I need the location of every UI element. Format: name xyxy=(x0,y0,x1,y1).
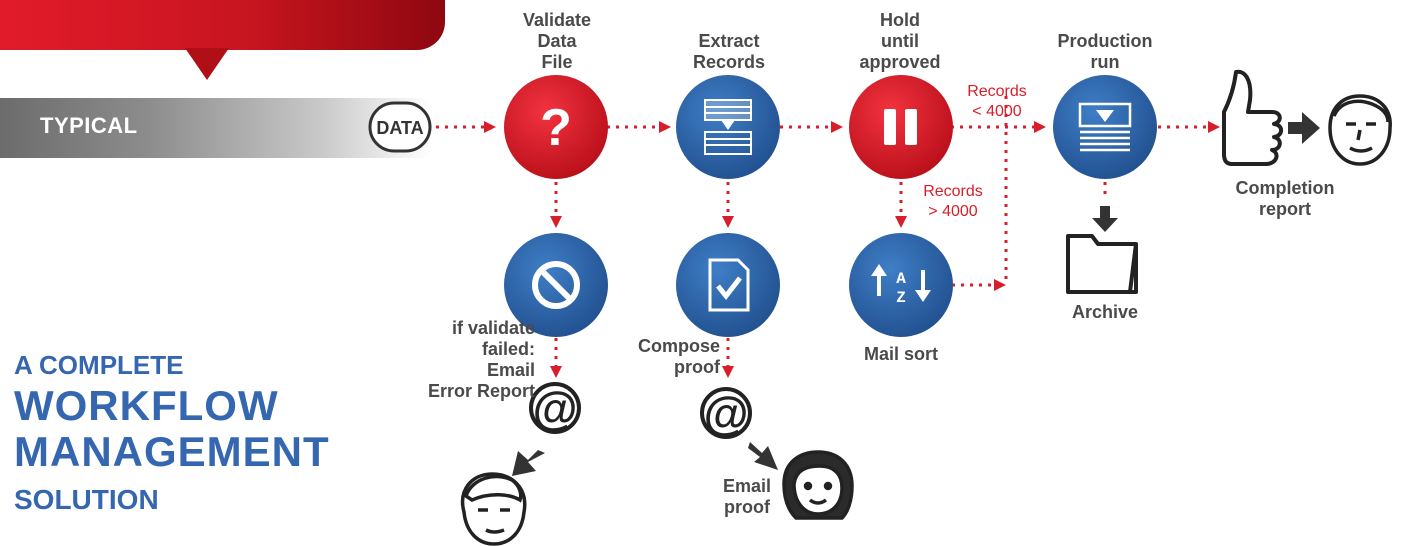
title-line-2: WORKFLOW xyxy=(14,382,279,429)
archive-label: Archive xyxy=(1071,302,1139,322)
production-node xyxy=(1053,75,1157,179)
typical-label: TYPICAL xyxy=(40,113,138,138)
email-at-icon-2: @ xyxy=(700,387,752,439)
title-line-1: A COMPLETE xyxy=(14,350,184,380)
title-line-3: MANAGEMENT xyxy=(14,428,330,475)
validate-node: ? xyxy=(504,75,608,179)
hold-label: Hold until approved xyxy=(859,10,941,72)
title-line-4: SOLUTION xyxy=(14,484,159,515)
face-icon xyxy=(1328,94,1392,166)
validate-label: Validate Data File xyxy=(522,10,592,72)
svg-text:DATA: DATA xyxy=(376,118,423,138)
folder-icon xyxy=(1066,234,1138,294)
svg-text:Z: Z xyxy=(896,289,906,307)
header-banner xyxy=(0,0,445,50)
question-icon: ? xyxy=(540,99,572,157)
flow-connectors xyxy=(436,96,1210,368)
data-badge: DATA xyxy=(368,101,432,153)
arrow-down-right-icon xyxy=(748,442,778,470)
woman-face-icon xyxy=(782,450,854,520)
arrow-down-left-icon xyxy=(512,450,545,476)
production-tray-icon xyxy=(1078,102,1132,152)
svg-text:@: @ xyxy=(533,382,578,434)
mail-sort-node: A Z xyxy=(849,233,953,337)
arrow-right-icon xyxy=(1288,112,1320,144)
sort-icon: A Z xyxy=(871,264,931,307)
typical-bar xyxy=(0,98,430,158)
hold-node xyxy=(849,75,953,179)
completion-label: Completion report xyxy=(1235,178,1335,219)
svg-text:@: @ xyxy=(704,387,749,439)
banner-pointer xyxy=(185,48,229,80)
fail-node xyxy=(504,233,608,337)
pause-icon xyxy=(884,109,917,145)
compose-label: Compose proof xyxy=(637,336,720,377)
thumbs-up-icon xyxy=(1222,69,1284,166)
no-entry-icon xyxy=(532,261,580,309)
condition-less-label: Records < 4000 xyxy=(967,83,1027,120)
mail-sort-label: Mail sort xyxy=(863,344,938,364)
document-check-icon xyxy=(708,258,750,312)
flow-arrowheads xyxy=(484,121,1220,378)
fail-label: if validate failed: Email Error Report xyxy=(427,318,535,401)
extract-label: Extract Records xyxy=(692,31,766,72)
extract-records-icon xyxy=(704,99,752,155)
extract-node xyxy=(676,75,780,179)
man-face-icon xyxy=(460,472,527,546)
production-label: Production run xyxy=(1057,31,1153,72)
condition-more-label: Records > 4000 xyxy=(923,183,983,220)
svg-text:A: A xyxy=(896,270,906,288)
email-proof-label: Email proof xyxy=(722,476,772,517)
email-at-icon: @ xyxy=(529,382,581,434)
compose-node xyxy=(676,233,780,337)
arrow-down-icon xyxy=(1092,206,1118,232)
